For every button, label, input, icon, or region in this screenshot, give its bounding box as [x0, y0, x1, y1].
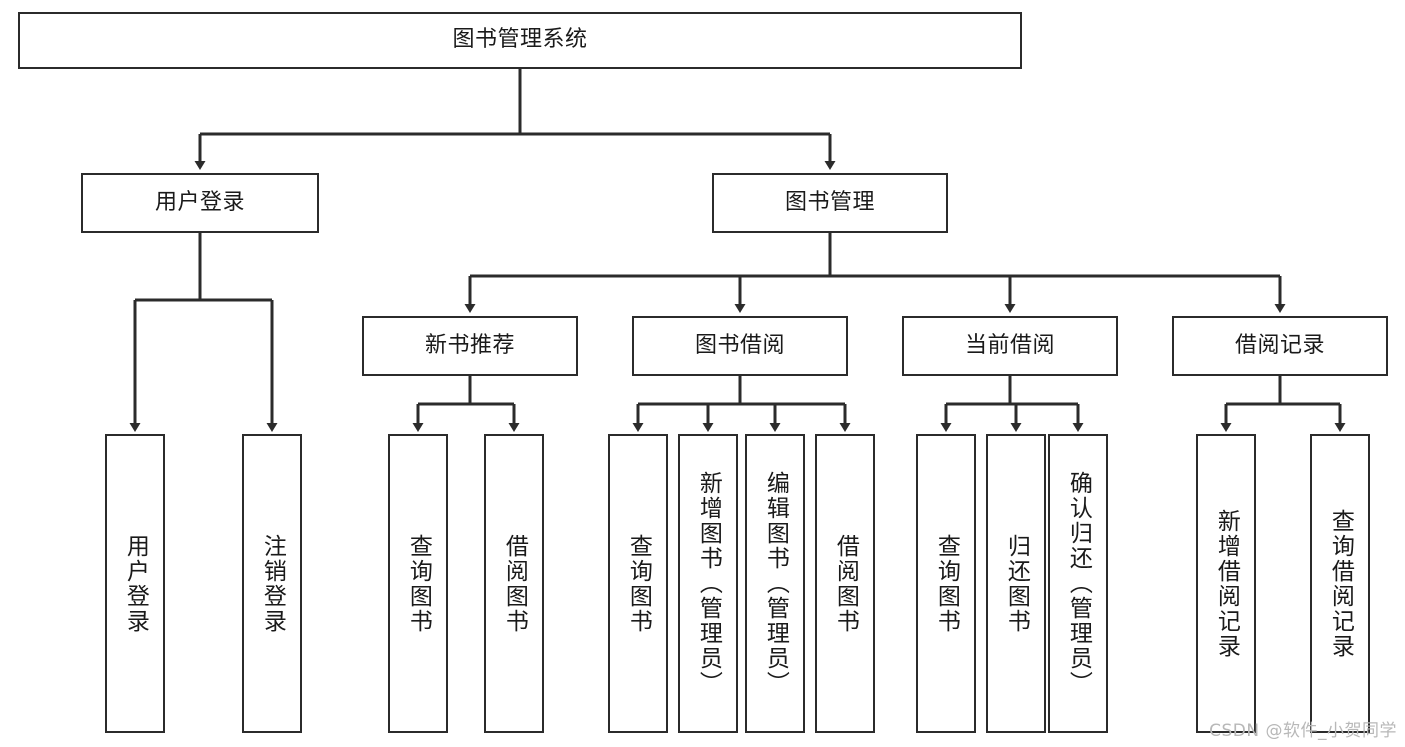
- node-label: 借阅图书: [501, 533, 528, 634]
- leaf-borrow-record-add-record[interactable]: 新增借阅记录: [1196, 434, 1256, 733]
- node-label: 新书推荐: [424, 332, 515, 358]
- node-label: 图书管理系统: [452, 27, 588, 53]
- node-label: 编辑图书（管理员）: [762, 471, 789, 696]
- node-label: 查询图书: [405, 533, 432, 634]
- leaf-user-login-login[interactable]: 用户登录: [105, 434, 165, 733]
- node-label: 当前借阅: [964, 332, 1055, 358]
- leaf-current-borrow-return-book[interactable]: 归还图书: [986, 434, 1046, 733]
- leaf-book-borrow-edit-book-admin[interactable]: 编辑图书（管理员）: [745, 434, 805, 733]
- node-book-management[interactable]: 图书管理: [712, 173, 948, 233]
- leaf-book-borrow-borrow-book[interactable]: 借阅图书: [815, 434, 875, 733]
- leaf-new-book-borrow-book[interactable]: 借阅图书: [484, 434, 544, 733]
- leaf-user-login-logout[interactable]: 注销登录: [242, 434, 302, 733]
- leaf-current-borrow-query-book[interactable]: 查询图书: [916, 434, 976, 733]
- node-current-borrow[interactable]: 当前借阅: [902, 316, 1118, 376]
- node-label: 查询图书: [625, 533, 652, 634]
- node-borrow-record[interactable]: 借阅记录: [1172, 316, 1388, 376]
- leaf-book-borrow-add-book-admin[interactable]: 新增图书（管理员）: [678, 434, 738, 733]
- node-label: 图书管理: [784, 189, 875, 215]
- node-root-book-management-system[interactable]: 图书管理系统: [18, 12, 1022, 69]
- node-new-book-recommend[interactable]: 新书推荐: [362, 316, 578, 376]
- leaf-book-borrow-query-book[interactable]: 查询图书: [608, 434, 668, 733]
- node-label: 图书借阅: [694, 332, 785, 358]
- node-label: 借阅记录: [1234, 332, 1325, 358]
- leaf-current-borrow-confirm-return-admin[interactable]: 确认归还（管理员）: [1048, 434, 1108, 733]
- node-label: 查询借阅记录: [1327, 508, 1354, 659]
- node-label: 用户登录: [154, 189, 245, 215]
- node-label: 查询图书: [933, 533, 960, 634]
- leaf-new-book-query-book[interactable]: 查询图书: [388, 434, 448, 733]
- node-label: 新增图书（管理员）: [695, 471, 722, 696]
- csdn-watermark: CSDN @软件_小贺同学: [1209, 721, 1397, 741]
- node-book-borrow[interactable]: 图书借阅: [632, 316, 848, 376]
- node-label: 新增借阅记录: [1213, 508, 1240, 659]
- node-label: 注销登录: [259, 533, 286, 634]
- node-label: 用户登录: [122, 533, 149, 634]
- node-label: 确认归还（管理员）: [1065, 471, 1092, 696]
- node-label: 归还图书: [1003, 533, 1030, 634]
- node-label: 借阅图书: [832, 533, 859, 634]
- leaf-borrow-record-query-record[interactable]: 查询借阅记录: [1310, 434, 1370, 733]
- node-user-login[interactable]: 用户登录: [81, 173, 319, 233]
